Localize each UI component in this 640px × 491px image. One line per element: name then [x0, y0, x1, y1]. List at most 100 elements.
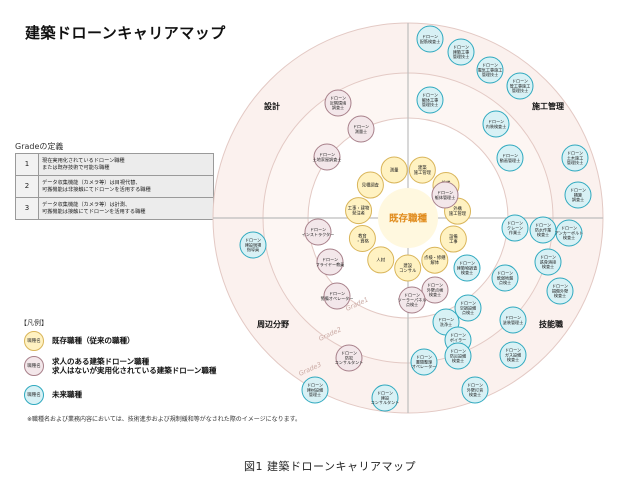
legend-swatch: 職種名 — [24, 356, 44, 376]
drone-job-node: ドローン配筋検査士 — [416, 25, 444, 53]
node-circle — [431, 181, 459, 209]
node-circle — [421, 276, 449, 304]
node-circle — [408, 156, 436, 184]
node-circle — [499, 341, 527, 369]
node-label: ドローン外壁打音検査士 — [467, 383, 483, 397]
drone-job-node: ドローン躯体管理士 — [431, 181, 459, 209]
node-label: ドローン建材設備管理士 — [307, 383, 323, 397]
node-circle — [398, 286, 426, 314]
node-label: 設備工事 — [449, 233, 458, 245]
node-circle — [345, 197, 373, 225]
node-label: ドローンインストラクター — [302, 227, 335, 237]
drone-job-node: ドローン土地家屋調査士 — [313, 143, 342, 171]
node-label: ドローン防犯コンサルタント — [335, 351, 364, 365]
node-circle — [453, 254, 481, 282]
node-circle — [371, 384, 399, 412]
node-circle — [461, 376, 489, 404]
drone-job-node: ドローン電気工事施工管理技士 — [476, 56, 504, 84]
legend-item: 職種名未来職種 — [24, 385, 82, 405]
drone-job-node: ドローン書類整理オペレーター — [410, 348, 438, 376]
node-label: 建設コンサル — [399, 262, 417, 274]
drone-job-node: ドローン防犯コンサルタント — [335, 344, 364, 372]
node-label: ドローン解体工事管理技士 — [422, 93, 438, 107]
node-label: ドローン動画管理士 — [500, 153, 520, 163]
node-label: ドローンアンカーボルト検査士 — [555, 226, 584, 240]
node-circle — [323, 282, 351, 310]
quadrant-label: 周辺分野 — [257, 319, 289, 329]
node-label: 見積調査 — [362, 182, 380, 189]
node-label: ドローン土木施工管理技士 — [567, 151, 583, 165]
node-label: ドローンフライヤー教員 — [316, 257, 345, 267]
legend-swatch: 職種名 — [24, 331, 44, 351]
node-label: ドローンソーラーパネル点検士 — [398, 293, 427, 307]
drone-job-node: ドローン解体工事管理技士 — [416, 86, 444, 114]
node-circle — [447, 38, 475, 66]
node-label: ドローン警備オペレーター — [321, 291, 354, 301]
drone-job-node: ドローン警備オペレーター — [321, 282, 354, 310]
drone-job-node: ドローン動画管理士 — [496, 144, 524, 172]
node-label: ドローン測量士 — [353, 124, 369, 134]
drone-job-node: ドローン防災設備検査士 — [444, 342, 472, 370]
node-circle — [564, 181, 592, 209]
drone-job-node: ドローンインストラクター — [302, 218, 335, 246]
node-label: ドローン躯体管理士 — [435, 190, 455, 200]
drone-job-node: ドローン土木施工管理技士 — [561, 144, 589, 172]
node-label: ドローン外壁点検検査士 — [427, 283, 443, 297]
footnote: ※職種名および業務内容においては、技術進歩および規制緩和等がなされた際のイメージ… — [27, 416, 302, 423]
node-label: 外構施工管理 — [449, 205, 467, 217]
drone-job-node: ドローン防水作業検査士 — [529, 216, 557, 244]
node-label: ドローン近隣環境調査士 — [330, 96, 346, 110]
node-circle — [496, 144, 524, 172]
node-label: ドローン内装検査士 — [486, 119, 506, 129]
node-circle — [491, 264, 519, 292]
figure-caption: 図1 建築ドローンキャリアマップ — [244, 460, 416, 473]
node-circle — [348, 225, 376, 253]
drone-job-node: ドローン近隣環境調査士 — [324, 89, 352, 117]
drone-job-node: ドローン建設現場指導員 — [239, 231, 267, 259]
existing-job-node: 建設コンサル — [394, 254, 422, 282]
node-circle — [546, 277, 574, 305]
node-circle — [501, 214, 529, 242]
node-circle — [439, 225, 467, 253]
node-label: 点検・修繕解体 — [424, 254, 446, 266]
drone-job-node: ドローン空調設備点検士 — [454, 294, 482, 322]
node-circle — [367, 246, 395, 274]
drone-job-node: ドローン建材設備管理士 — [301, 376, 329, 404]
drone-job-node: ドローン外壁点検検査士 — [421, 276, 449, 304]
node-label: ドローン管工事施工管理技士 — [510, 79, 530, 93]
existing-job-node: 工事・建物発注者 — [345, 197, 373, 225]
quadrant-label: 施工管理 — [532, 101, 564, 111]
node-circle — [304, 218, 332, 246]
node-label: ドローン建設コンサルタント — [371, 391, 400, 405]
legend-text: 求人のある建築ドローン職種求人はないが実用化されている建築ドローン職種 — [52, 356, 217, 375]
node-label: ドローン軟弱地盤点検士 — [497, 271, 513, 285]
legend-item: 職種名求人のある建築ドローン職種求人はないが実用化されている建築ドローン職種 — [24, 356, 216, 376]
node-circle — [394, 254, 422, 282]
node-label: 測量 — [390, 166, 399, 173]
node-circle — [444, 342, 472, 370]
grade-description: データ収集機能（カメラ等）は計測、可搬機能は接触にてドローンを活用する職種 — [38, 197, 214, 220]
node-circle — [476, 56, 504, 84]
existing-job-node: 見積調査 — [356, 171, 384, 199]
node-label: ドローン配筋検査士 — [420, 34, 440, 44]
page-title: 建築ドローンキャリアマップ — [25, 24, 226, 42]
node-label: ドローン積算調査士 — [570, 188, 586, 202]
drone-job-node: ドローンアンカーボルト検査士 — [555, 219, 584, 247]
node-circle — [324, 89, 352, 117]
drone-job-node: ドローンソーラーパネル点検士 — [398, 286, 427, 314]
node-circle — [421, 246, 449, 274]
node-circle — [561, 144, 589, 172]
node-label: ドローン土地家屋調査士 — [313, 152, 342, 162]
existing-job-node: 建築施工管理 — [408, 156, 436, 184]
node-circle — [482, 110, 510, 138]
node-label: ドローン防水作業検査士 — [535, 223, 551, 237]
node-label: 建築施工管理 — [414, 164, 432, 176]
existing-job-node: 教育・資格 — [348, 225, 376, 253]
legend-text: 未来職種 — [52, 390, 82, 400]
existing-job-node: 設備工事 — [439, 225, 467, 253]
